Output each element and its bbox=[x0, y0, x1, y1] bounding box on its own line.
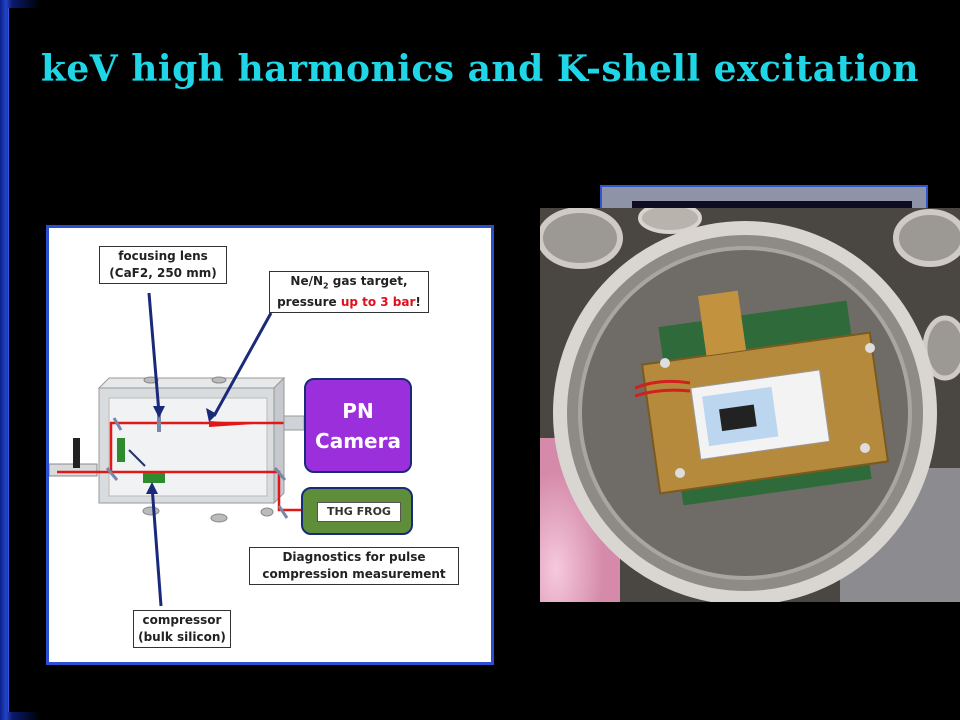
gold-tab bbox=[698, 290, 747, 356]
detector-chamber-photo bbox=[540, 208, 960, 602]
compressor-plate bbox=[117, 438, 125, 462]
focusing-lens-label-line2: (CaF2, 250 mm) bbox=[109, 266, 217, 280]
compressor-label: compressor (bulk silicon) bbox=[133, 610, 231, 648]
red-wire bbox=[634, 388, 691, 398]
sensor-chip bbox=[719, 404, 757, 432]
screw bbox=[660, 358, 670, 368]
chamber-bolt bbox=[260, 507, 274, 517]
chamber-bolt bbox=[143, 376, 159, 384]
setup-schematic bbox=[49, 292, 305, 607]
pressure-value: up to 3 bar bbox=[340, 295, 416, 310]
gas-target-subscript: 2 bbox=[323, 281, 329, 291]
screw bbox=[675, 468, 685, 478]
screw bbox=[860, 443, 870, 453]
diagnostics-label-line2: compression measurement bbox=[262, 567, 446, 581]
pn-camera-label-line1: PN bbox=[342, 398, 374, 423]
gas-target-label-line1: Ne/N2 gas target, bbox=[273, 273, 425, 294]
pipe-valve bbox=[73, 438, 80, 468]
arrow-to-target bbox=[212, 312, 273, 417]
thg-frog-label: THG FROG bbox=[317, 502, 401, 522]
chamber-bolt bbox=[142, 506, 160, 516]
camera-flange bbox=[283, 415, 305, 431]
pressure-prefix: pressure bbox=[277, 295, 341, 310]
slide-title: keV high harmonics and K-shell excitatio… bbox=[40, 48, 920, 90]
pn-camera-block: PN Camera bbox=[304, 378, 412, 473]
chamber-port bbox=[893, 209, 960, 267]
gas-target-suffix: gas target, bbox=[328, 274, 408, 288]
chamber-top bbox=[97, 377, 286, 389]
arrow-head bbox=[146, 482, 158, 494]
diagnostics-label-line1: Diagnostics for pulse bbox=[282, 550, 426, 564]
chamber-port bbox=[638, 208, 702, 234]
arrow-head bbox=[153, 406, 165, 418]
mirror-icon bbox=[112, 417, 123, 431]
mirror-icon bbox=[273, 467, 287, 481]
compressor-label-line1: compressor bbox=[142, 613, 222, 627]
chamber-bolt bbox=[210, 513, 228, 523]
gas-target-label: Ne/N2 gas target, pressure up to 3 bar! bbox=[269, 271, 429, 314]
arrow-to-compressor bbox=[150, 485, 163, 607]
detector-photo-drawing bbox=[540, 208, 960, 602]
rotation-arrow bbox=[128, 449, 146, 467]
mirror-icon bbox=[277, 505, 289, 519]
thg-frog-block: THG FROG bbox=[301, 487, 413, 535]
compressor-label-line2: (bulk silicon) bbox=[138, 630, 226, 644]
red-wire bbox=[634, 379, 691, 390]
gas-target-prefix: Ne/N bbox=[290, 274, 324, 288]
arrow-head bbox=[206, 408, 217, 422]
pn-camera-label-line2: Camera bbox=[315, 428, 401, 453]
laser-beam-lower bbox=[111, 470, 301, 512]
screw bbox=[865, 343, 875, 353]
gas-target-label-line2: pressure up to 3 bar! bbox=[273, 294, 425, 311]
chamber-port bbox=[540, 208, 623, 269]
diagnostics-label: Diagnostics for pulse compression measur… bbox=[249, 547, 459, 585]
pressure-suffix: ! bbox=[415, 295, 421, 310]
arrow-to-lens bbox=[147, 292, 161, 414]
focus-cone bbox=[209, 421, 254, 427]
focusing-lens-label: focusing lens (CaF2, 250 mm) bbox=[99, 246, 227, 284]
mirror-icon bbox=[105, 467, 119, 481]
chamber-interior bbox=[108, 397, 268, 497]
compressor-block bbox=[143, 473, 165, 483]
focusing-lens-label-line1: focusing lens bbox=[118, 249, 208, 263]
setup-diagram: focusing lens (CaF2, 250 mm) Ne/N2 gas t… bbox=[46, 225, 494, 665]
chamber-bolt bbox=[211, 376, 227, 384]
